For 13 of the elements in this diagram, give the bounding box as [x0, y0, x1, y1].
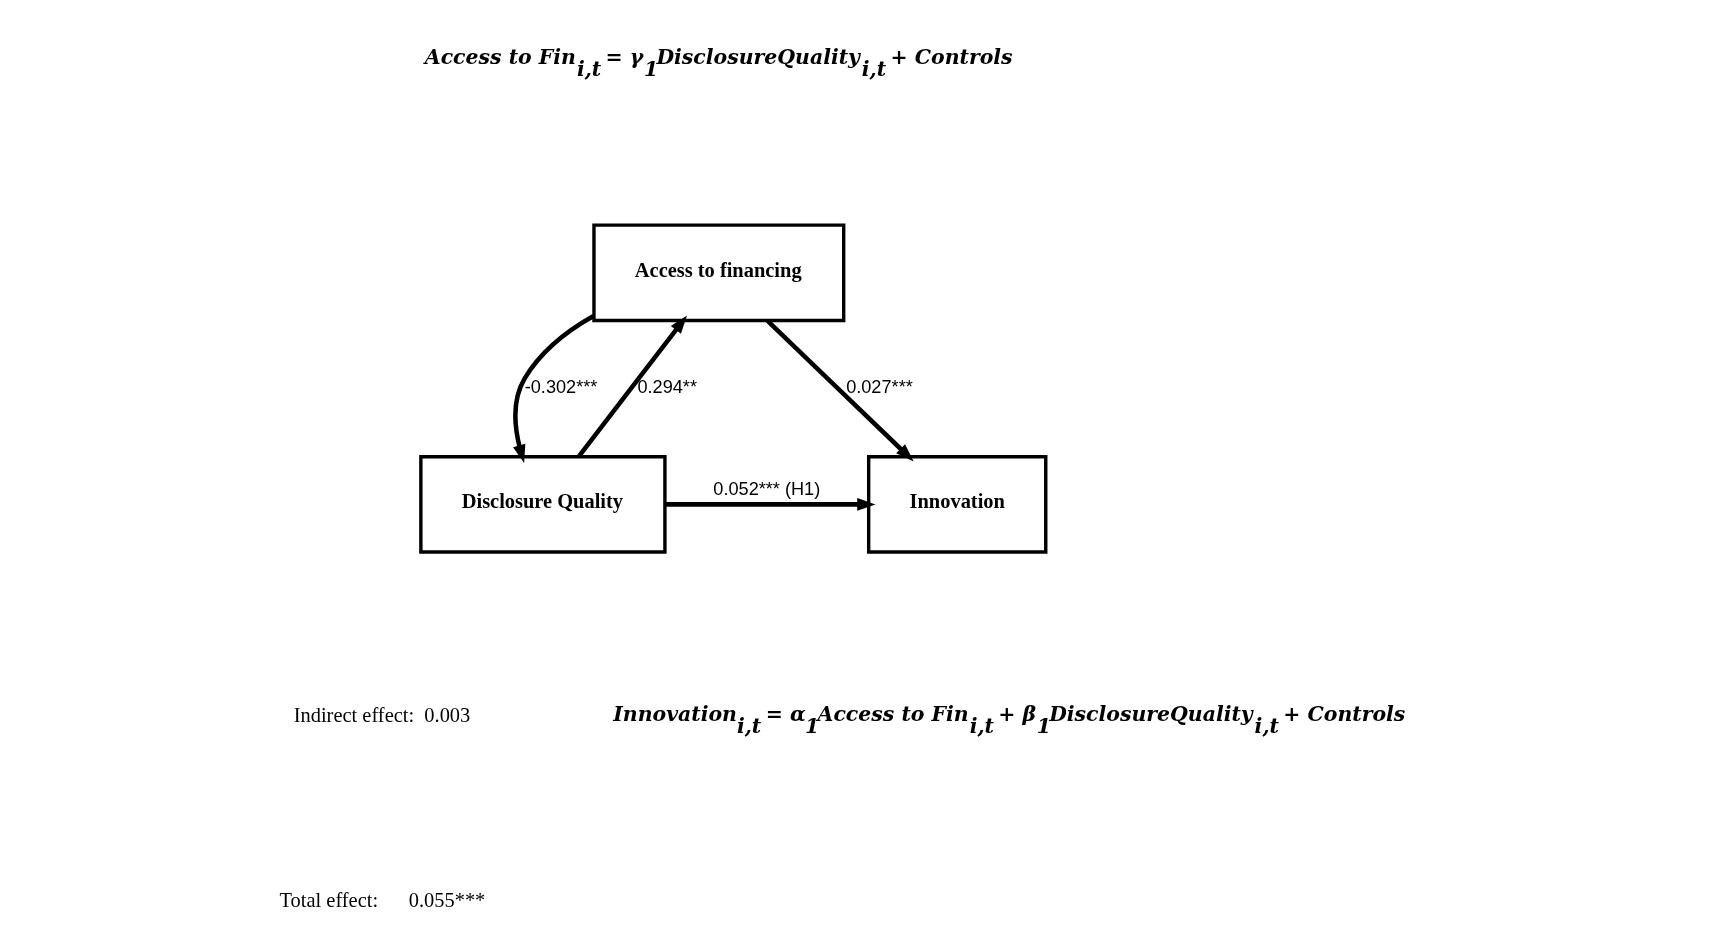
- arrow: [765, 319, 914, 462]
- label: Total effect: 0.055***: [279, 888, 485, 911]
- edge-label: 0.052*** (H1): [712, 479, 820, 500]
- edge-label: 0.027***: [845, 376, 913, 397]
- label: Indirect effect: 0.003: [293, 703, 470, 726]
- edge-label: 0.294**: [636, 376, 697, 397]
- arrow: [512, 314, 595, 464]
- arrow: [576, 315, 687, 458]
- arrow: [664, 498, 875, 511]
- node-box: Access to financing: [591, 223, 845, 323]
- node-box: Innovation: [866, 455, 1047, 554]
- node-box: Disclosure Quality: [418, 455, 667, 554]
- edge-label: -0.302***: [524, 376, 597, 397]
